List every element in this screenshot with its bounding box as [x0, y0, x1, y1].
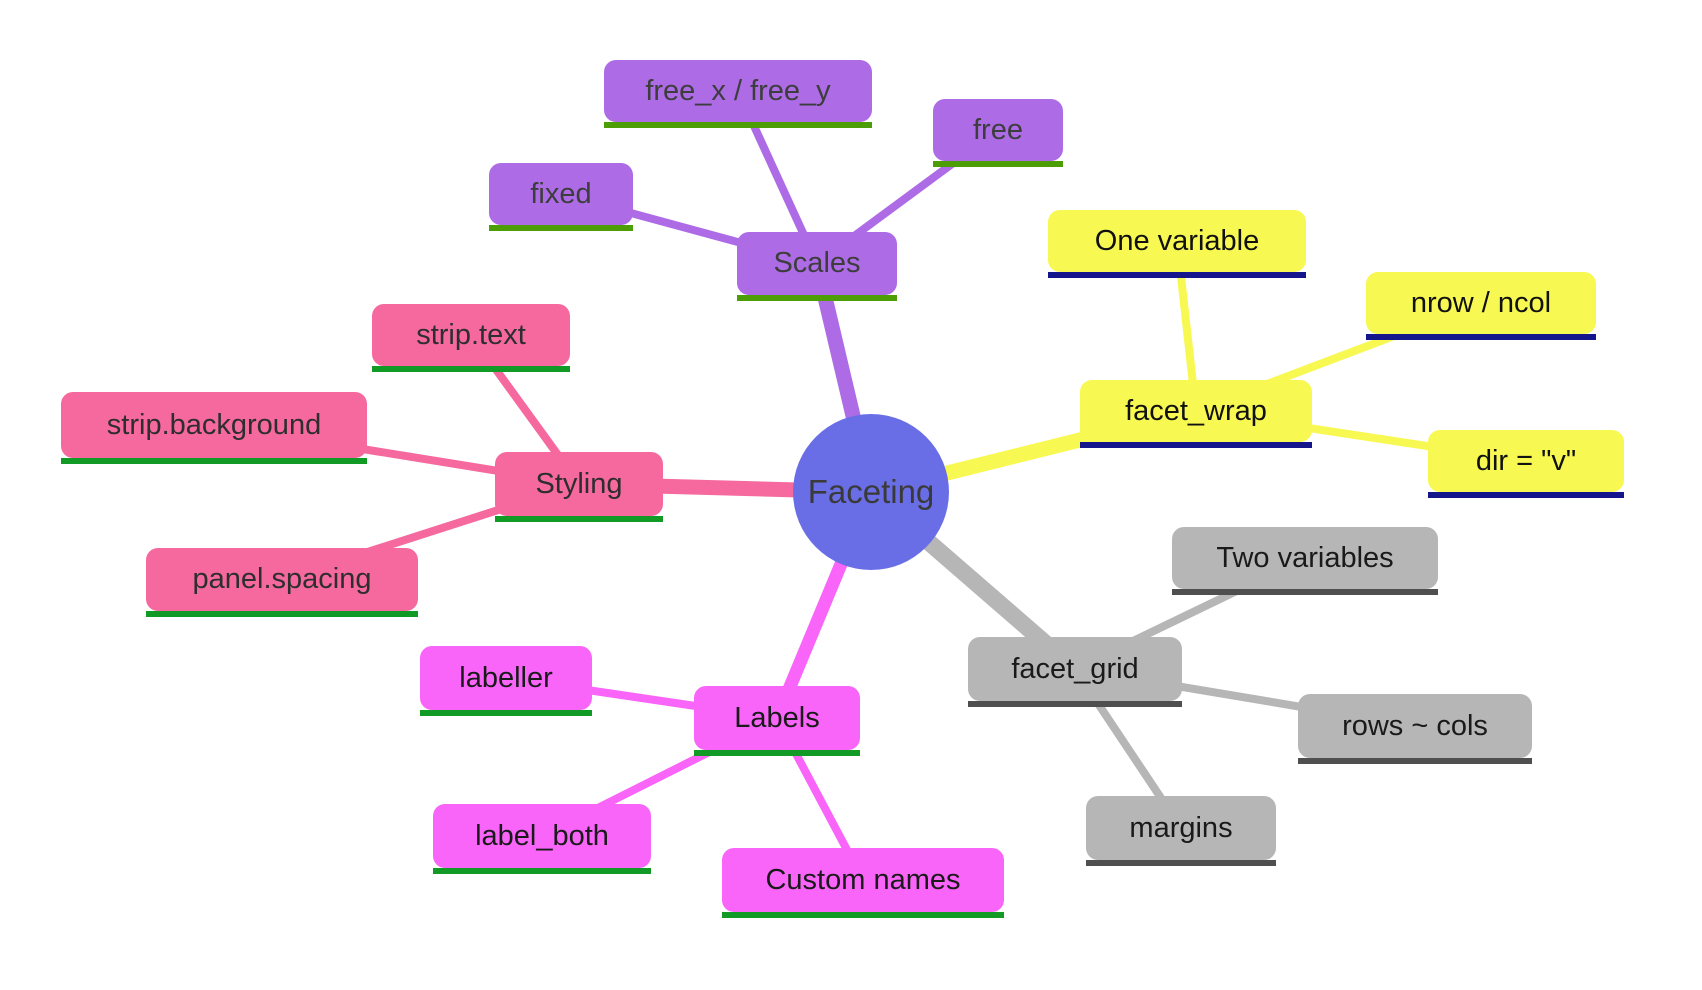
node-facet-grid[interactable]: facet_grid	[968, 637, 1182, 707]
node-underline-margins	[1086, 860, 1276, 866]
node-styling[interactable]: Styling	[495, 452, 663, 522]
node-label-both[interactable]: label_both	[433, 804, 651, 874]
node-label-strip-text: strip.text	[416, 318, 526, 351]
node-labeller[interactable]: labeller	[420, 646, 592, 716]
node-underline-fixed	[489, 225, 633, 231]
node-label-two-variables: Two variables	[1216, 541, 1394, 574]
node-underline-custom-names	[722, 912, 1004, 918]
node-rows-cols[interactable]: rows ~ cols	[1298, 694, 1532, 764]
node-two-variables[interactable]: Two variables	[1172, 527, 1438, 595]
node-underline-facet-grid	[968, 701, 1182, 707]
node-underline-facet-wrap	[1080, 442, 1312, 448]
node-label-free: free	[973, 113, 1023, 146]
node-dir-v[interactable]: dir = "v"	[1428, 430, 1624, 498]
node-label-custom-names: Custom names	[765, 863, 961, 896]
node-underline-two-variables	[1172, 589, 1438, 595]
node-scales[interactable]: Scales	[737, 232, 897, 301]
node-underline-labels	[694, 750, 860, 756]
node-custom-names[interactable]: Custom names	[722, 848, 1004, 918]
node-underline-styling	[495, 516, 663, 522]
node-margins[interactable]: margins	[1086, 796, 1276, 866]
node-facet-wrap[interactable]: facet_wrap	[1080, 380, 1312, 448]
node-underline-label-both	[433, 868, 651, 874]
node-strip-background[interactable]: strip.background	[61, 392, 367, 464]
node-underline-free	[933, 161, 1063, 167]
node-label-scales: Scales	[773, 247, 861, 279]
node-label-rows-cols: rows ~ cols	[1342, 709, 1488, 742]
node-label-free-x-free-y: free_x / free_y	[645, 74, 831, 107]
node-labels[interactable]: Labels	[694, 686, 860, 756]
node-label-facet-grid: facet_grid	[1011, 652, 1139, 685]
node-label-margins: margins	[1129, 811, 1233, 844]
node-free[interactable]: free	[933, 99, 1063, 167]
node-underline-dir-v	[1428, 492, 1624, 498]
node-label-dir-v: dir = "v"	[1475, 444, 1577, 477]
node-label-fixed: fixed	[530, 177, 592, 210]
node-nrow-ncol[interactable]: nrow / ncol	[1366, 272, 1596, 340]
node-label-styling: Styling	[535, 467, 623, 500]
node-label-facet-wrap: facet_wrap	[1125, 394, 1267, 427]
node-label-panel-spacing: panel.spacing	[192, 563, 372, 595]
node-strip-text[interactable]: strip.text	[372, 304, 570, 372]
node-label-one-variable: One variable	[1094, 224, 1260, 257]
node-fixed[interactable]: fixed	[489, 163, 633, 231]
node-free-x-free-y[interactable]: free_x / free_y	[604, 60, 872, 128]
node-label-labeller: labeller	[459, 661, 553, 694]
node-panel-spacing[interactable]: panel.spacing	[146, 548, 418, 617]
node-label-label-both: label_both	[475, 819, 609, 852]
node-label-strip-background: strip.background	[106, 408, 322, 441]
node-underline-labeller	[420, 710, 592, 716]
node-one-variable[interactable]: One variable	[1048, 210, 1306, 278]
node-underline-panel-spacing	[146, 611, 418, 617]
node-underline-one-variable	[1048, 272, 1306, 278]
node-faceting[interactable]: Faceting	[793, 414, 949, 570]
node-underline-strip-text	[372, 366, 570, 372]
node-underline-rows-cols	[1298, 758, 1532, 764]
node-underline-strip-background	[61, 458, 367, 464]
node-underline-free-x-free-y	[604, 122, 872, 128]
node-underline-nrow-ncol	[1366, 334, 1596, 340]
node-underline-scales	[737, 295, 897, 301]
node-label-labels: Labels	[734, 701, 820, 734]
node-label-nrow-ncol: nrow / ncol	[1410, 286, 1552, 319]
